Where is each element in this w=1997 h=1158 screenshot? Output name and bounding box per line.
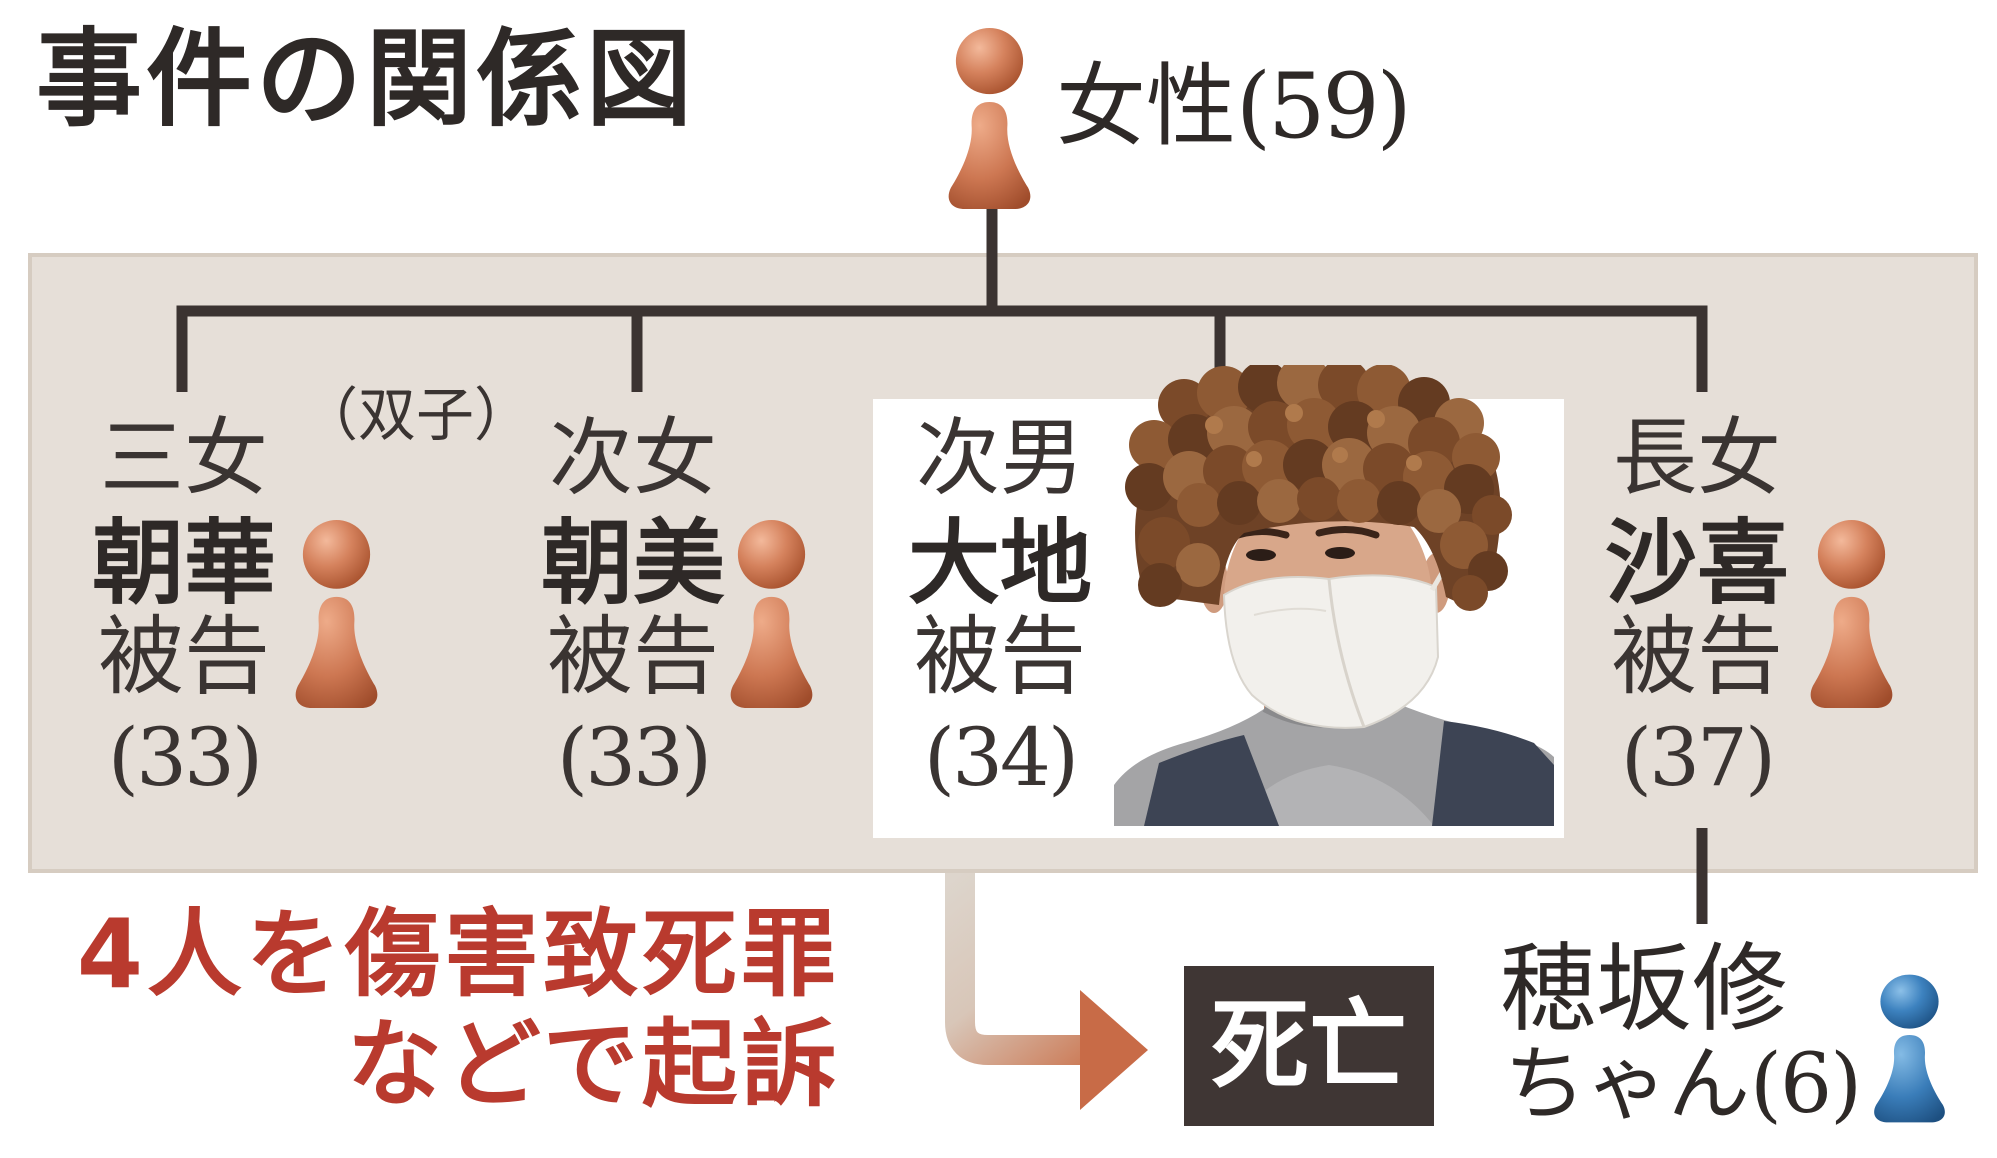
- defendant-role: 被告: [1611, 607, 1783, 707]
- mother-label-text: 女性: [1056, 54, 1236, 159]
- defendant-age: (34): [923, 711, 1079, 804]
- defendant-age: (33): [556, 711, 712, 804]
- person-figure-icon: [1810, 520, 1893, 708]
- arrow-head: [1080, 990, 1148, 1110]
- defendant-name: 沙喜: [1604, 510, 1789, 617]
- arrow-shaft: [945, 873, 1088, 1065]
- outcome-text: 死亡: [1210, 989, 1407, 1103]
- victim-suffix-age: ちゃん(6): [1504, 1044, 1862, 1126]
- child-figure-icon: [1874, 974, 1945, 1123]
- defendant-relation: 次男: [915, 409, 1084, 507]
- mother-figure-icon: [948, 27, 1031, 210]
- defendant-name: 朝美: [540, 510, 725, 617]
- charge-note: 4人を傷害致死罪 などで起訴: [60, 908, 840, 1113]
- defendant-age: (37): [1620, 711, 1776, 804]
- person-figure-icon: [730, 520, 813, 708]
- defendant-role: 被告: [914, 607, 1086, 707]
- arrow-right-icon: [945, 873, 1148, 1110]
- defendant-photo: [1114, 365, 1554, 826]
- defendant-role: 被告: [98, 607, 270, 707]
- charge-line-1: 4人を傷害致死罪: [76, 900, 840, 1010]
- twins-note: （双子）: [300, 381, 533, 449]
- defendant-relation: 長女: [1612, 409, 1781, 507]
- curly-hair: [1125, 365, 1512, 611]
- victim-age: (6): [1750, 1037, 1862, 1132]
- person-figure-icon: [295, 520, 378, 708]
- defendant-role: 被告: [547, 607, 719, 707]
- victim-name: 穂坂修: [1500, 933, 1788, 1045]
- mother-age: (59): [1236, 54, 1412, 159]
- defendant-relation: 次女: [548, 409, 717, 507]
- charge-line-2: などで起訴: [346, 1010, 840, 1120]
- defendant-name: 朝華: [91, 510, 276, 617]
- victim-suffix: ちゃん: [1504, 1037, 1751, 1132]
- defendant-relation: 三女: [99, 409, 268, 507]
- defendant-age: (33): [107, 711, 263, 804]
- outcome-badge: 死亡: [1184, 966, 1434, 1126]
- diagram-title: 事件の関係図: [36, 16, 696, 141]
- defendant-name: 大地: [907, 510, 1092, 617]
- mother-label: 女性(59): [1056, 62, 1412, 153]
